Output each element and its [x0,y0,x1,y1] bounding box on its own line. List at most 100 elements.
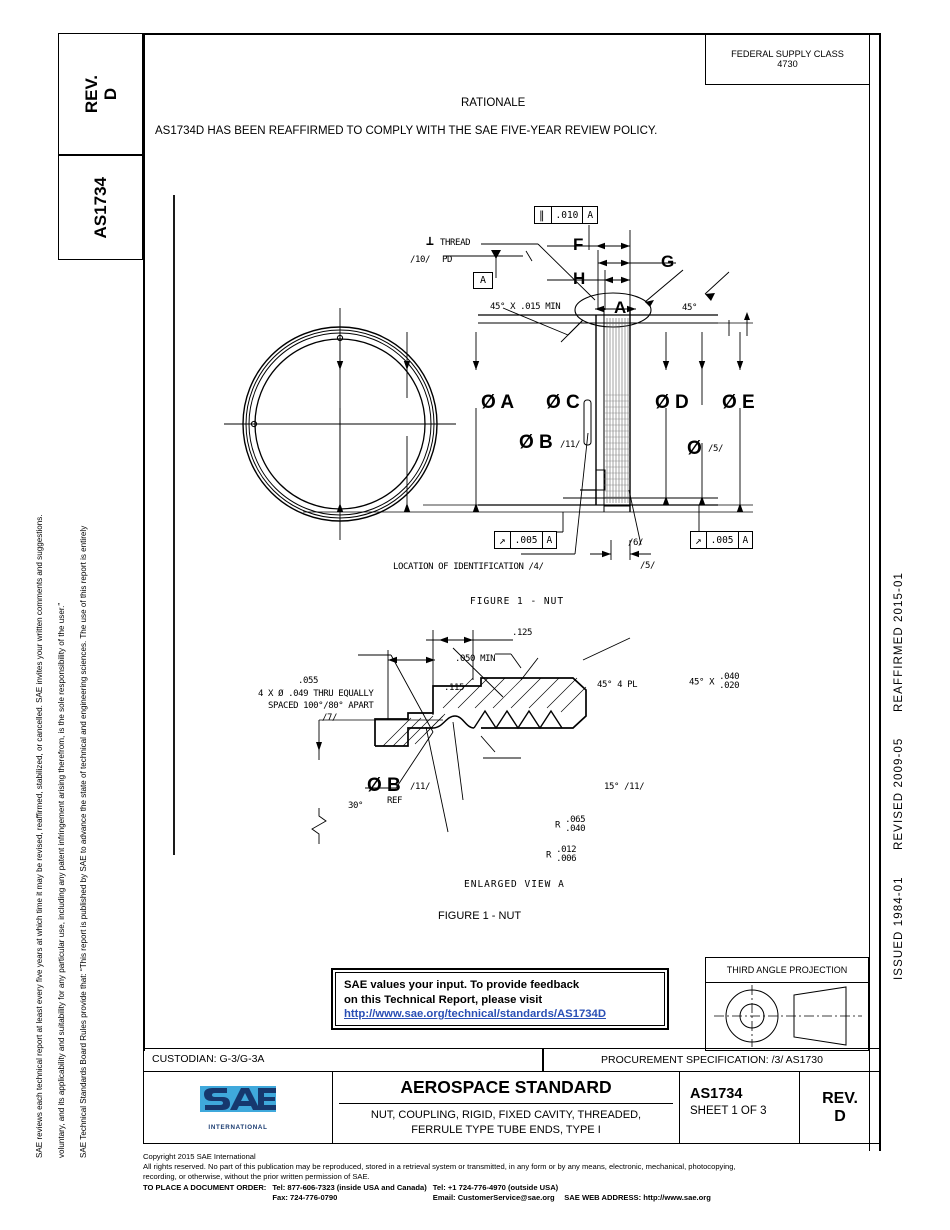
third-angle-projection-symbol-box [705,982,869,1051]
section-view-nut [478,269,718,512]
revision-tab-value: D [100,87,120,101]
note-6-label: /6/ [628,538,644,548]
runout-symbol-right-icon: ↗ [691,532,707,548]
standard-number-tab-label: AS1734 [90,176,110,239]
parallelism-symbol-icon: ∥ [535,207,552,223]
rev-cell: REV. D [800,1072,881,1144]
footer-fax: Fax: 724-776-0790 [272,1192,338,1202]
doc-number-text: AS1734 [690,1086,743,1102]
chamfer-45-040-020-label: 45° X .040 .020 [689,672,740,691]
thread-datum-box: A [473,272,493,289]
feedback-url-link[interactable]: http://www.sae.org/technical/standards/A… [344,1008,606,1020]
footer-tel-intl: Tel: +1 724-776-4970 (outside USA) [432,1182,559,1192]
runout-left-feature-control-frame: ↗ .005 A [494,531,558,549]
dia-B-label: Ø B [519,432,553,453]
dim-H-label: H [573,269,586,288]
dim-125-label: .125 [512,628,533,638]
doc-number-cell: AS1734 SHEET 1 OF 3 [680,1072,800,1144]
runout-left-datum: A [546,534,553,546]
third-angle-projection-icon [714,985,862,1047]
revision-tab: REV. D [58,33,143,155]
radius1-upper: .065 [565,815,586,825]
title-line-2: FERRULE TYPE TUBE ENDS, TYPE I [411,1124,601,1136]
dim-A-detail-label: A [614,298,627,317]
date-history-block: ISSUED 1984-01 REVISED 2009-05 REAFFIRME… [893,572,917,980]
footer-web: SAE WEB ADDRESS: http://www.sae.org [564,1192,711,1202]
dia-5-label: Ø [687,438,702,459]
sae-logo: INTERNATIONAL [196,1084,280,1131]
feedback-line-2: on this Technical Report, please visit [344,993,543,1006]
parallelism-tolerance: .010 [552,207,584,223]
angle-45-right-label: 45° [682,303,698,313]
runout-right-feature-control-frame: ↗ .005 A [690,531,754,549]
dim-115-label: .115 [444,683,465,693]
radius-012-006-callout: R .012 .006 [546,845,577,864]
aerospace-standard-label: AEROSPACE STANDARD [400,1077,612,1097]
radius2-upper: .012 [556,845,577,855]
dia-A-label: Ø A [481,392,515,413]
rev-value: D [834,1107,846,1125]
footer-contact-table: TO PLACE A DOCUMENT ORDER: Tel: 877-606-… [143,1183,717,1203]
date-issued: ISSUED 1984-01 [893,876,905,980]
runout-right-datum: A [742,534,749,546]
dia-C-label: Ø C [546,392,580,413]
enlarged-dia-B-note: /11/ [410,782,431,792]
dim-F-label: F [573,235,584,254]
sae-logo-icon [200,1086,276,1112]
title-line-1: NUT, COUPLING, RIGID, FIXED CAVITY, THRE… [370,1109,642,1121]
dia-E-label: Ø E [722,392,755,413]
holes-note-line1: .055 [298,676,319,686]
holes-note-line4: /7/ [322,713,338,723]
runout-symbol-left-icon: ↗ [495,532,511,548]
date-revised: REVISED 2009-05 [893,737,905,851]
dia-5-note: /5/ [708,444,724,454]
figure1-caption-bottom: FIGURE 1 - NUT [438,910,522,922]
runout-left-tolerance: .005 [511,532,543,548]
footer-block: Copyright 2015 SAE International All rig… [143,1152,881,1203]
sae-logo-cell: INTERNATIONAL [143,1072,333,1144]
footer-copyright: Copyright 2015 SAE International [143,1152,256,1161]
radius-065-040-callout: R .065 .040 [555,815,586,834]
enlarged-dia-B-label: Ø B [367,775,401,796]
note-5-label: /5/ [640,561,656,571]
sae-logo-subtitle: INTERNATIONAL [208,1124,268,1131]
custodian-cell: CUSTODIAN: G-3/G-3A [143,1048,543,1072]
federal-supply-class-box: FEDERAL SUPPLY CLASS 4730 [705,33,869,85]
procurement-spec-text: PROCUREMENT SPECIFICATION: /3/ AS1730 [601,1054,823,1066]
radius2-label: R [546,850,552,861]
runout-right-tolerance: .005 [707,532,739,548]
footer-rights-2: recording, or otherwise, without the pri… [143,1172,370,1182]
date-reaffirmed: REAFFIRMED 2015-01 [893,572,905,712]
legal-paragraph-1: SAE Technical Standards Board Rules prov… [79,525,88,1158]
dim-G-label: G [661,252,675,271]
title-cell: AEROSPACE STANDARD NUT, COUPLING, RIGID,… [333,1072,680,1144]
dim-050-min-label: .050 MIN [455,654,496,664]
footer-email: Email: CustomerService@sae.org [432,1192,555,1202]
rationale-body: AS1734D HAS BEEN REAFFIRMED TO COMPLY WI… [155,125,658,137]
standard-number-tab: AS1734 [58,155,143,260]
federal-supply-class-value: 4730 [777,58,798,69]
chamfer-45-upper: .040 [719,672,740,682]
enlarged-dia-B-ref: REF [387,796,403,806]
angle-30-label: 30° [348,801,364,811]
enlarged-view-caption: ENLARGED VIEW A [464,879,565,890]
engineering-drawing-canvas [173,195,753,855]
chamfer-45-prefix: 45° X [689,677,715,688]
federal-supply-class-label: FEDERAL SUPPLY CLASS [731,48,844,59]
feedback-line-1: SAE values your input. To provide feedba… [344,979,580,991]
footer-rights-1: All rights reserved. No part of this pub… [143,1162,736,1172]
radius1-lower: .040 [565,824,586,834]
revision-tab-label: REV. [81,74,101,114]
thread-pd-label: PD [442,255,453,265]
feedback-box: SAE values your input. To provide feedba… [331,968,669,1030]
angle-15-label: 15° /11/ [604,782,645,792]
holes-note-line3: SPACED 100°/80° APART [268,701,374,711]
footer-order-label: TO PLACE A DOCUMENT ORDER: [143,1182,267,1192]
parallelism-datum: A [587,209,594,221]
frame-left-rule [143,33,145,1051]
angle-45-4pl-label: 45° 4 PL [597,680,638,690]
third-angle-projection-label: THIRD ANGLE PROJECTION [726,965,848,975]
legal-notice-block: SAE Technical Standards Board Rules prov… [30,270,126,1170]
figure1-caption-top: FIGURE 1 - NUT [470,596,565,607]
